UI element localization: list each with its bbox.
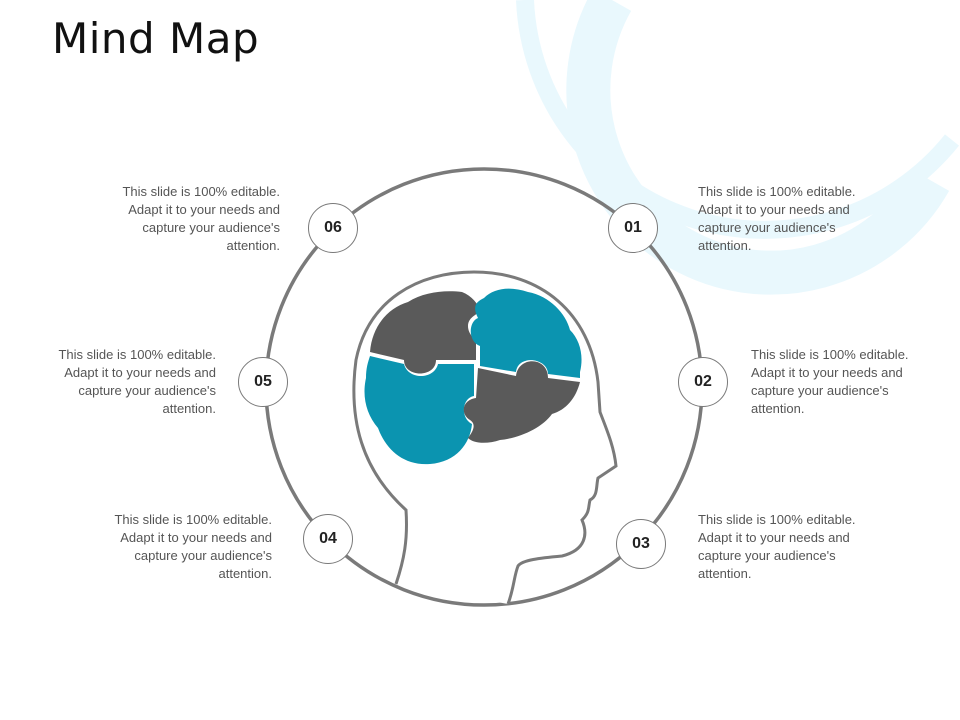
page-title: Mind Map bbox=[52, 14, 260, 63]
node-04: 04 bbox=[303, 514, 353, 564]
node-01: 01 bbox=[608, 203, 658, 253]
puzzle-piece-top-right bbox=[470, 288, 582, 378]
node-02-description: This slide is 100% editable. Adapt it to… bbox=[751, 347, 909, 416]
decorative-arcs bbox=[516, 0, 960, 295]
puzzle-piece-bottom-left bbox=[364, 356, 474, 465]
node-03: 03 bbox=[616, 519, 666, 569]
node-06-description: This slide is 100% editable. Adapt it to… bbox=[122, 184, 280, 253]
decorative-arc-inner bbox=[566, 0, 950, 295]
node-03-description: This slide is 100% editable. Adapt it to… bbox=[698, 512, 856, 581]
node-01-description: This slide is 100% editable. Adapt it to… bbox=[698, 184, 856, 253]
node-06: 06 bbox=[308, 203, 358, 253]
node-05: 05 bbox=[238, 357, 288, 407]
brain-puzzle-icon bbox=[364, 288, 582, 465]
puzzle-piece-top-left bbox=[370, 291, 480, 374]
decorative-arc-outer bbox=[516, 0, 960, 239]
node-05-description: This slide is 100% editable. Adapt it to… bbox=[58, 347, 216, 416]
puzzle-piece-bottom-right bbox=[463, 361, 580, 443]
node-02: 02 bbox=[678, 357, 728, 407]
node-04-description: This slide is 100% editable. Adapt it to… bbox=[114, 512, 272, 581]
